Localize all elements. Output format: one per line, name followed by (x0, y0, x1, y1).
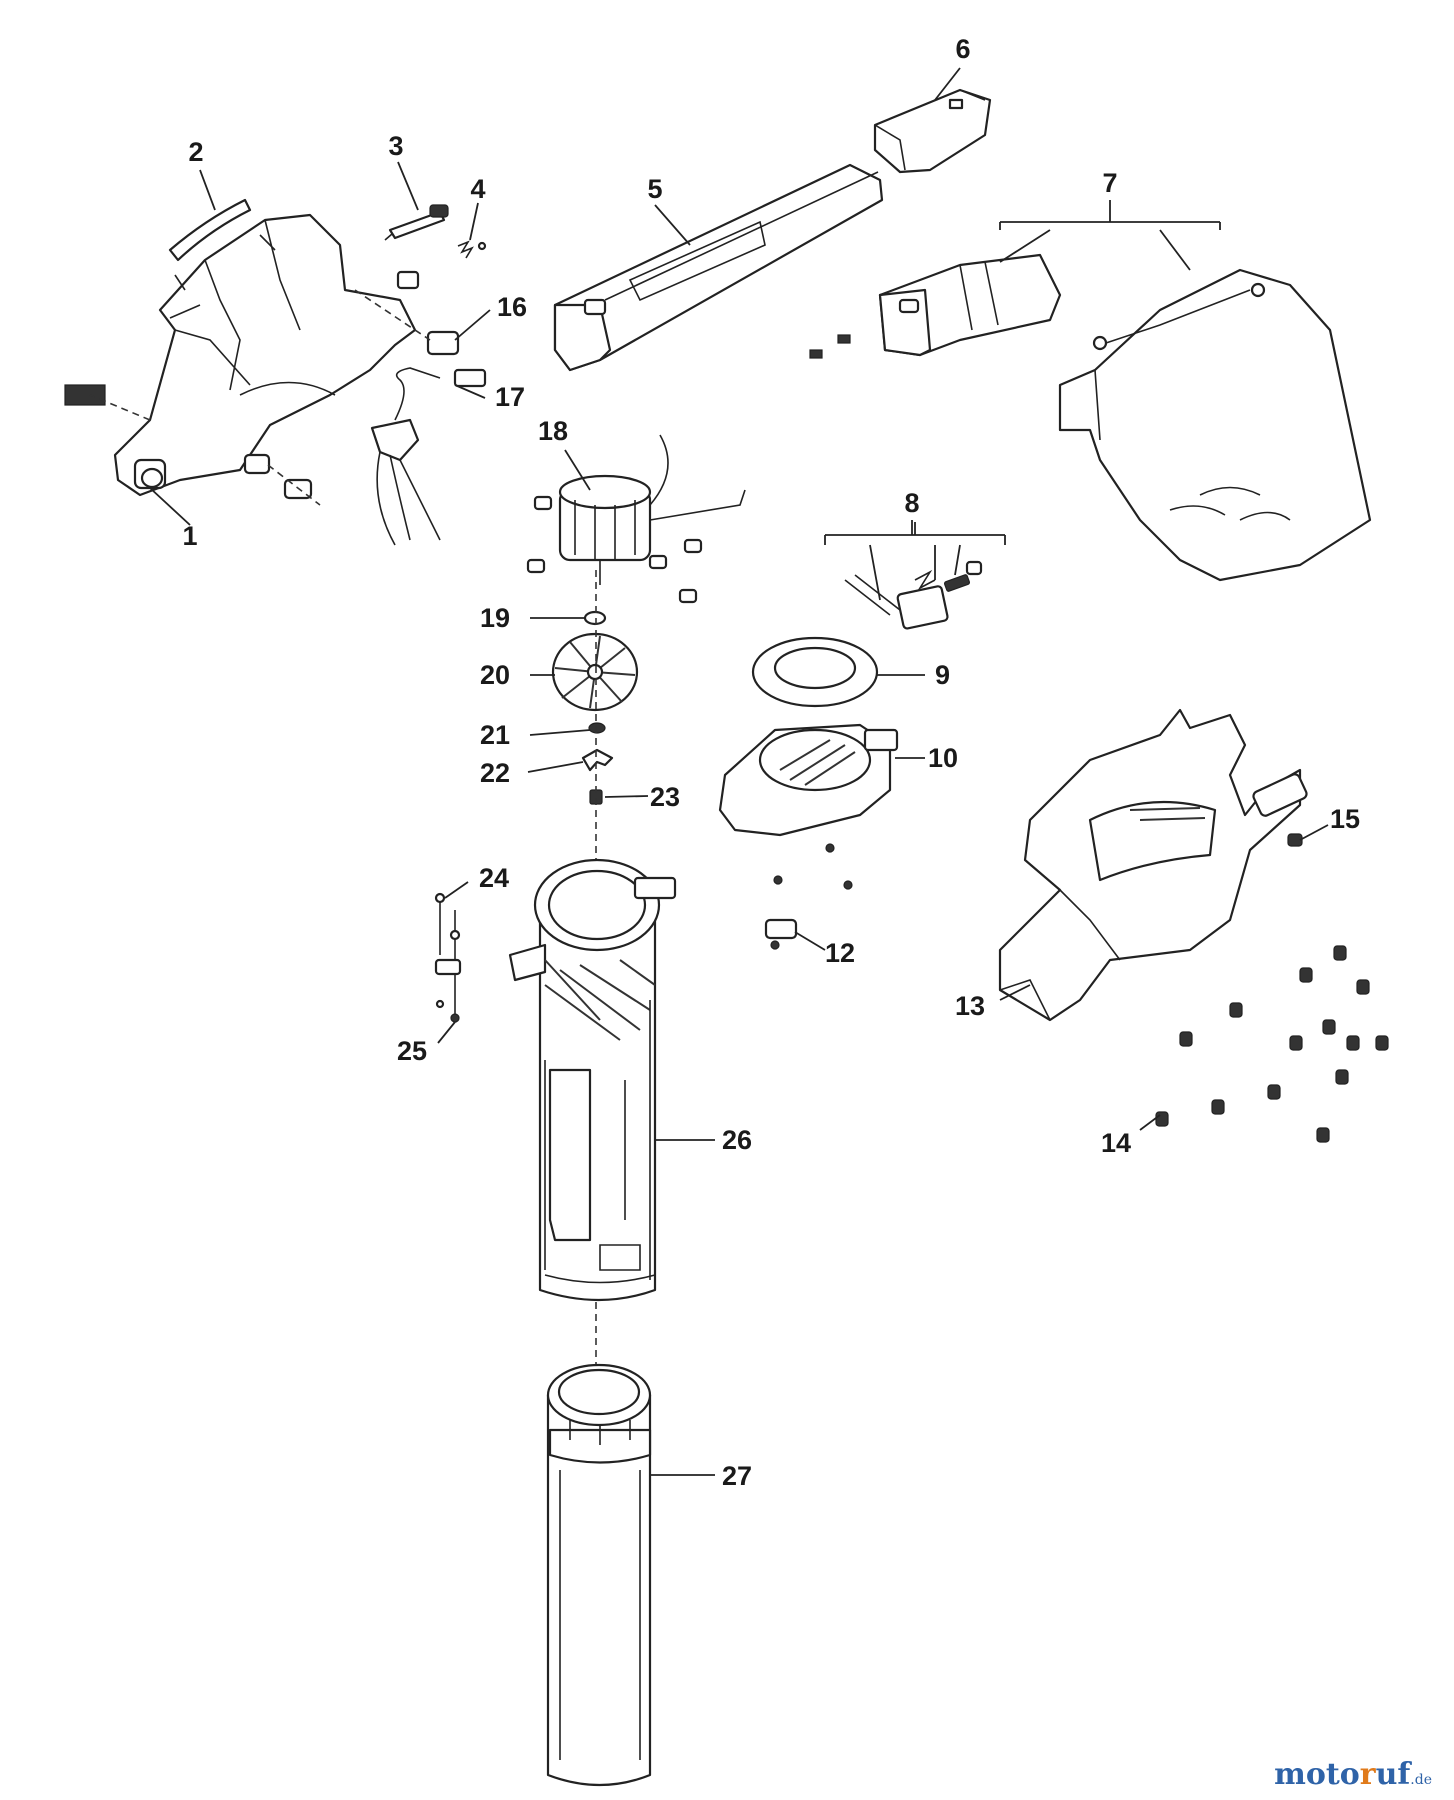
callout-25: 25 (397, 1036, 427, 1066)
callout-5: 5 (647, 174, 662, 204)
callout-10: 10 (928, 743, 958, 773)
callout-23: 23 (650, 782, 680, 812)
watermark-text-3: uf (1375, 1757, 1411, 1792)
callout-15: 15 (1330, 804, 1360, 834)
part-screws-group (1155, 945, 1389, 1143)
part-washer-19 (583, 610, 607, 626)
part-blower-tube (553, 163, 884, 372)
callout-9: 9 (935, 660, 950, 690)
part-trigger (384, 204, 449, 241)
part-left-housing (64, 213, 417, 506)
part-seal-ring (751, 636, 879, 708)
part-spring (457, 240, 487, 259)
watermark-tld: .de (1410, 1772, 1432, 1788)
callout-2: 2 (188, 137, 203, 167)
callout-16: 16 (497, 292, 527, 322)
callout-21: 21 (480, 720, 510, 750)
part-fan (551, 632, 639, 712)
part-bottom-clip (764, 875, 853, 950)
part-switch-strip (168, 198, 252, 262)
callout-4: 4 (470, 174, 485, 204)
part-intake-cover (718, 723, 899, 853)
callout-1: 1 (182, 521, 197, 551)
part-screw-15 (1287, 833, 1303, 847)
callout-8: 8 (904, 488, 919, 518)
callout-27: 27 (722, 1461, 752, 1491)
part-switch-block (354, 270, 460, 356)
part-nozzle (873, 88, 992, 174)
part-tube-screws (809, 334, 851, 359)
callout-3: 3 (388, 131, 403, 161)
callout-17: 17 (495, 382, 525, 412)
part-main-tube (508, 858, 677, 1302)
part-fasteners-24-25 (434, 892, 462, 1023)
callout-24: 24 (479, 863, 509, 893)
part-nut-21 (588, 722, 606, 734)
watermark-logo: motoruf.de (1274, 1757, 1432, 1792)
leader-lines (149, 67, 1329, 1476)
callout-14: 14 (1101, 1128, 1131, 1158)
callout-18: 18 (538, 416, 568, 446)
watermark-text-1: moto (1274, 1757, 1360, 1792)
part-right-housing (998, 708, 1308, 1022)
part-wiring-harness (370, 367, 487, 546)
callout-6: 6 (955, 34, 970, 64)
callout-12: 12 (825, 938, 855, 968)
part-motor (526, 434, 746, 604)
callout-7: 7 (1102, 168, 1117, 198)
part-switch-assembly (824, 522, 1006, 630)
callout-13: 13 (955, 991, 985, 1021)
callout-26: 26 (722, 1125, 752, 1155)
part-clip-22 (581, 748, 614, 772)
part-bag-assembly (878, 210, 1372, 582)
callout-labels: 1 2 3 4 5 6 7 8 9 10 12 13 14 15 16 17 1… (182, 34, 1360, 1491)
callout-20: 20 (480, 660, 510, 690)
callout-22: 22 (480, 758, 510, 788)
callout-19: 19 (480, 603, 510, 633)
part-extension-tube (546, 1363, 652, 1787)
watermark-text-2: r (1359, 1757, 1376, 1792)
